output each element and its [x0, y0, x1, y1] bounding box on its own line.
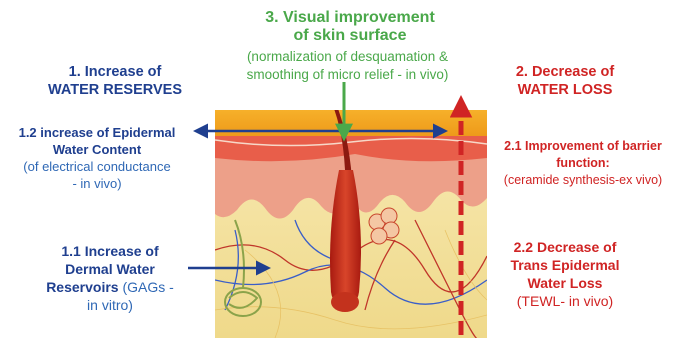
- visual-improvement-desc-line1: (normalization of desquamation &: [195, 48, 500, 66]
- stratum-corneum-layer: [215, 110, 487, 136]
- dermal-water-line3: Reservoirs (GAGs -: [32, 278, 188, 296]
- dermal-water-desc-line2: in vitro): [32, 296, 188, 314]
- water-reserves-line1: 1. Increase of: [40, 63, 190, 81]
- epidermal-water-title-line2: Water Content: [2, 141, 192, 158]
- skin-cross-section-illustration: [215, 110, 487, 338]
- epidermal-water-title-line1: 1.2 increase of Epidermal: [2, 124, 192, 141]
- tewl-desc: (TEWL- in vivo): [490, 292, 640, 310]
- dermal-water-title-line3: Reservoirs: [46, 279, 118, 295]
- visual-improvement-title-line1: 3. Visual improvement: [220, 9, 480, 27]
- epidermal-water-desc-line1: (of electrical conductance: [2, 158, 192, 175]
- barrier-function-desc: (ceramide synthesis-ex vivo): [490, 172, 676, 189]
- water-reserves-line2: WATER RESERVES: [40, 81, 190, 99]
- epidermal-water-desc-line2: - in vivo): [2, 175, 192, 192]
- water-loss-line1: 2. Decrease of: [490, 63, 640, 81]
- barrier-function-title-line2: function:: [490, 155, 676, 172]
- tewl-title-line2: Trans Epidermal: [490, 256, 640, 274]
- hair-bulb: [331, 292, 359, 312]
- visual-improvement-desc-line2: smoothing of micro relief - in vivo): [195, 66, 500, 84]
- visual-improvement-title-line2: of skin surface: [220, 27, 480, 45]
- water-loss-line2: WATER LOSS: [490, 81, 640, 99]
- dermal-water-title-line1: 1.1 Increase of: [32, 242, 188, 260]
- barrier-function-title-line1: 2.1 Improvement of barrier: [490, 138, 676, 155]
- dermal-water-title-line2: Dermal Water: [32, 260, 188, 278]
- tewl-title-line3: Water Loss: [490, 274, 640, 292]
- dermal-water-desc-line1: (GAGs -: [119, 279, 174, 295]
- tewl-title-line1: 2.2 Decrease of: [490, 238, 640, 256]
